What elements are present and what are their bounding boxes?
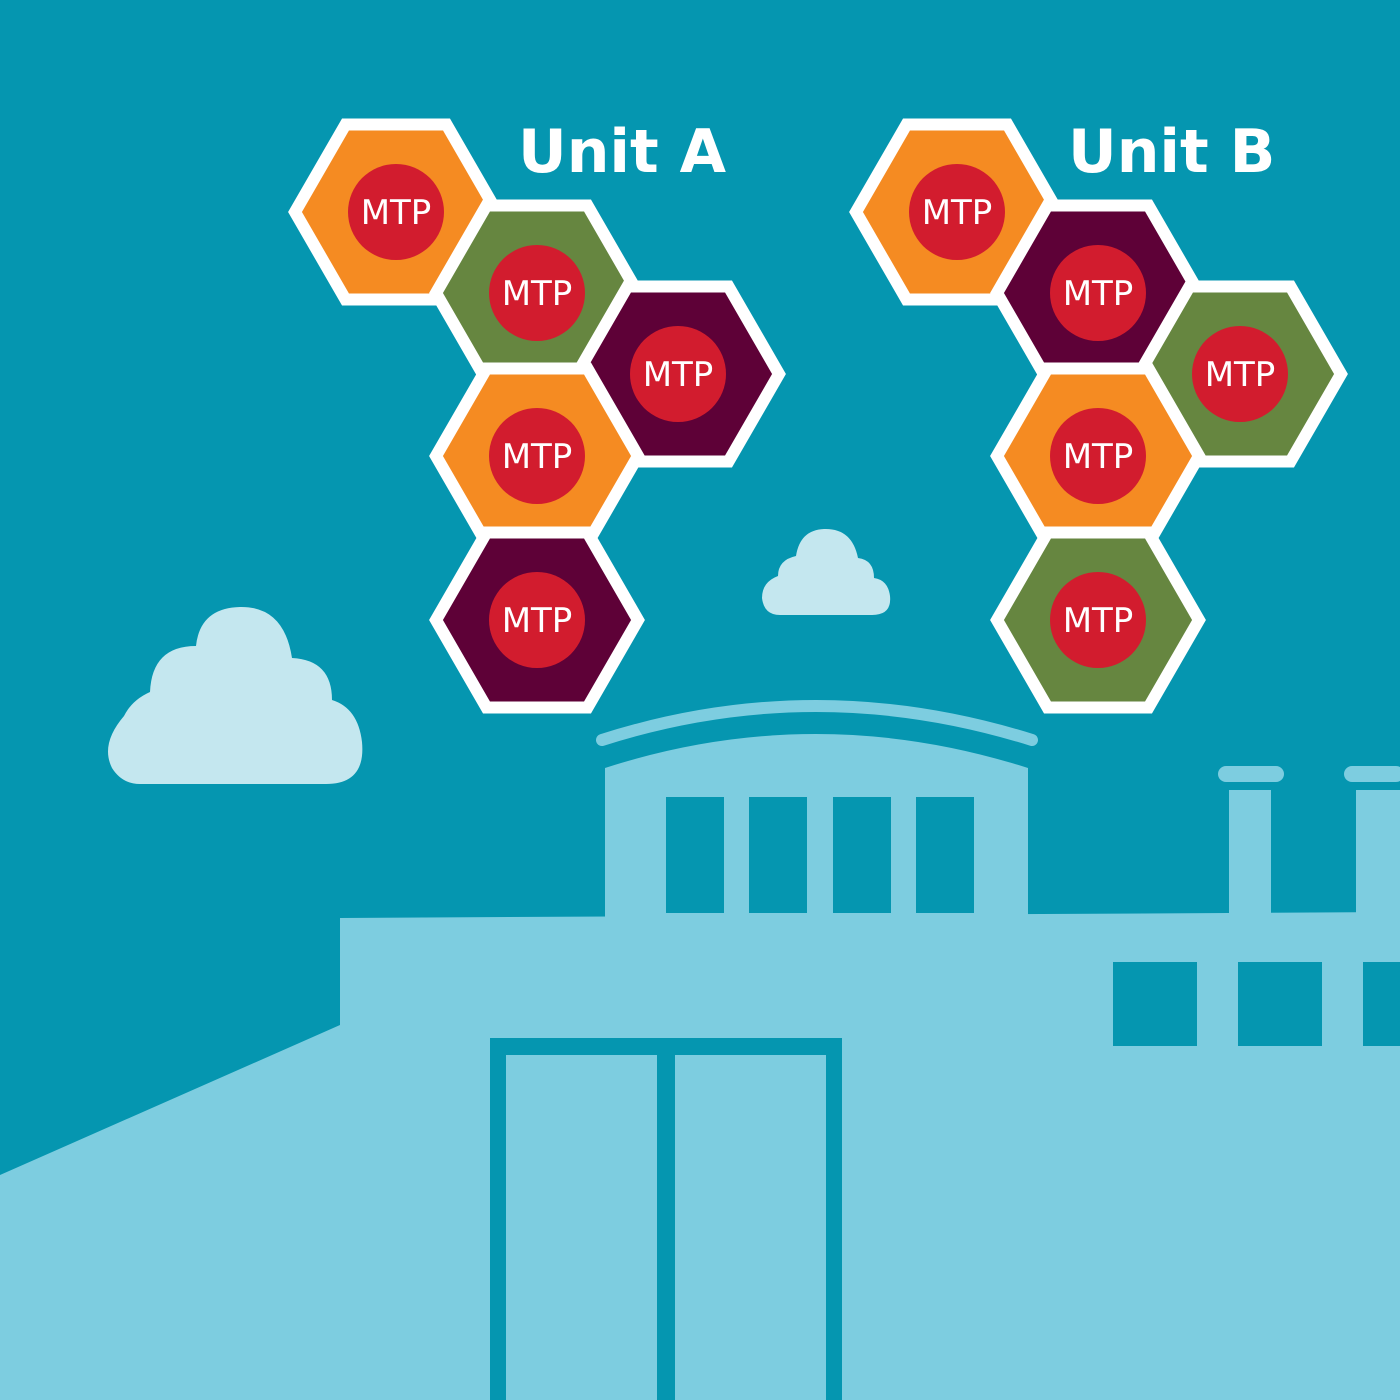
module-circle [1050,408,1146,504]
module-label: MTP [361,193,432,233]
module-circle [489,408,585,504]
unit-b-module-4: MTP [990,362,1206,550]
module-label: MTP [643,355,714,395]
unit-a-module-4: MTP [429,362,645,550]
module-circle [1050,245,1146,341]
unit-a-cluster: Unit A MTP MTP MTP MTP [288,117,786,714]
module-circle [1050,572,1146,668]
module-circle [630,326,726,422]
module-circle [909,164,1005,260]
module-label: MTP [922,193,993,233]
module-circle [489,572,585,668]
module-circle [1192,326,1288,422]
module-label: MTP [1063,274,1134,314]
unit-b-title: Unit B [1068,117,1275,187]
unit-a-title: Unit A [518,117,727,187]
cloud-small [762,528,891,615]
module-label: MTP [502,274,573,314]
unit-a-hexagons: MTP MTP MTP MTP MTP [288,118,786,714]
module-circle [348,164,444,260]
module-label: MTP [502,437,573,477]
unit-a-module-5: MTP [429,526,645,714]
module-label: MTP [1063,601,1134,641]
unit-b-hexagons: MTP MTP MTP MTP MTP [849,118,1348,714]
factory-building [0,700,1400,1400]
module-label: MTP [1063,437,1134,477]
unit-b-cluster: Unit B MTP MTP MTP MTP [849,117,1348,714]
cloud-large [108,606,363,784]
unit-b-module-5: MTP [990,526,1206,714]
unit-b-module-2: MTP [990,199,1206,387]
module-label: MTP [1205,355,1276,395]
module-label: MTP [502,601,573,641]
module-circle [489,245,585,341]
